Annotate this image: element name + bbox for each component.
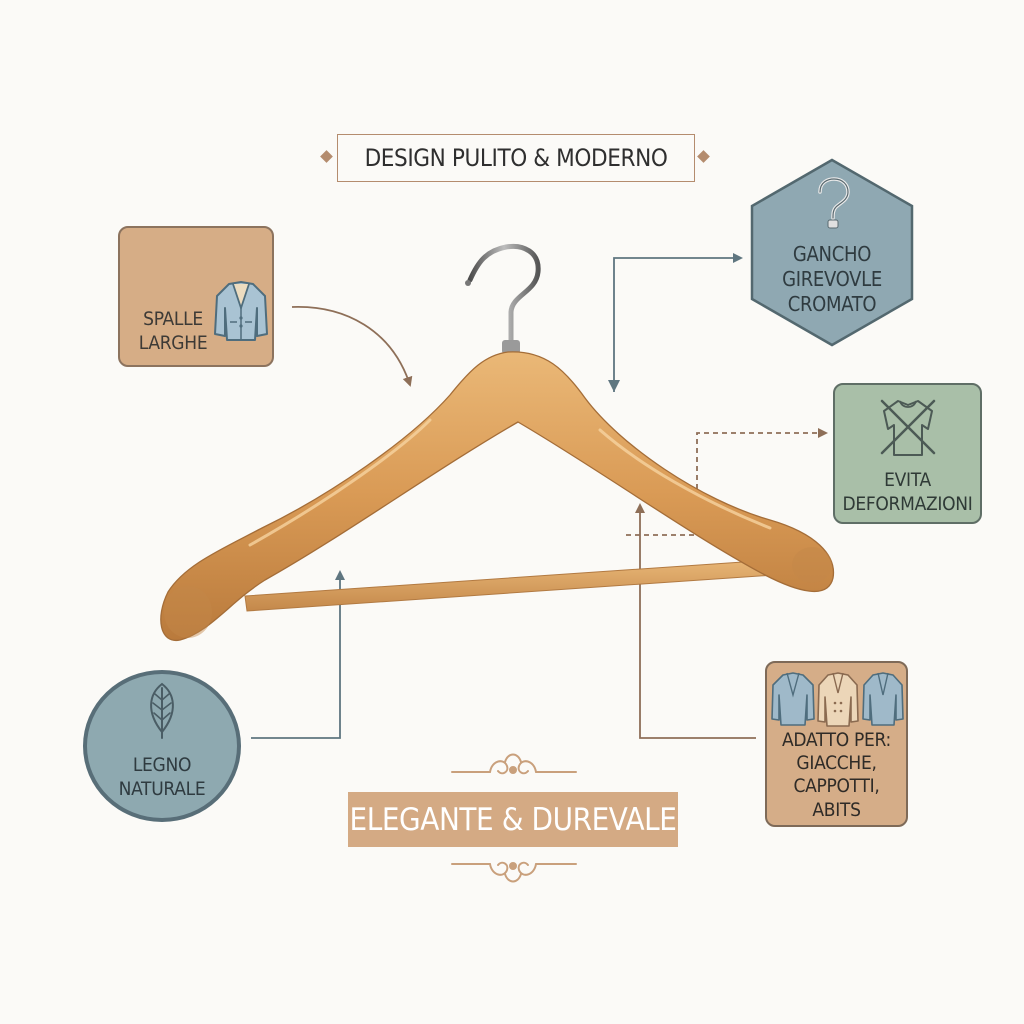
adatto-label: ADATTO PER: GIACCHE, CAPPOTTI, ABITS [767, 729, 906, 822]
blazer-blue-icon [862, 672, 904, 726]
legno-label: LEGNO NATURALE [87, 754, 237, 802]
connector-evita [626, 428, 828, 536]
tagline-banner: ELEGANTE & DUREVALE [348, 792, 678, 847]
evita-label-line1: EVITA [884, 469, 931, 491]
leaf-icon [150, 682, 174, 739]
gancio-label: GANCHO GIREVOVLE CROMATO [762, 242, 902, 317]
gancio-label-line1: GANCHO [792, 242, 872, 266]
title-diamond-right [697, 150, 710, 163]
feature-circle-legno: LEGNO NATURALE [83, 670, 241, 822]
feature-card-adatto: ADATTO PER: GIACCHE, CAPPOTTI, ABITS [765, 661, 908, 827]
evita-label-line2: DEFORMAZIONI [842, 492, 973, 515]
gancio-label-line2: GIREVOVLE [782, 267, 882, 291]
connector-spalle [291, 306, 413, 387]
adatto-label-line2: GIACCHE, [796, 752, 877, 775]
adatto-label-line4: ABITS [812, 798, 861, 821]
legno-label-line2: NATURALE [118, 777, 206, 800]
jackets-icon [771, 672, 904, 727]
gancio-label-line3: CROMATO [787, 292, 877, 316]
spalle-label: SPALLE LARGHE [132, 308, 214, 356]
spalle-label-line1: SPALLE [143, 308, 203, 330]
title-diamond-left [320, 150, 333, 163]
jacket-icon [214, 281, 268, 341]
connector-legno [251, 570, 345, 739]
legno-label-line1: LEGNO [132, 754, 192, 776]
flourish-top [451, 753, 577, 775]
coat-beige-icon [817, 672, 859, 727]
hanger-illustration [160, 243, 835, 641]
feature-card-evita: EVITA DEFORMAZIONI [833, 383, 982, 524]
evita-label: EVITA DEFORMAZIONI [835, 469, 980, 517]
feature-card-spalle: SPALLE LARGHE [118, 226, 274, 367]
adatto-label-line3: CAPPOTTI, [793, 775, 880, 798]
gancio-hexagon [750, 158, 914, 347]
jacket-blue-icon [771, 672, 815, 726]
spalle-label-line2: LARGHE [138, 331, 208, 354]
page-title: DESIGN PULITO & MODERNO [337, 134, 695, 182]
connector-gancio [613, 253, 743, 392]
adatto-label-line1: ADATTO PER: [781, 729, 891, 751]
crossed-shirt-icon [880, 399, 936, 456]
connector-gancio-arrowhead [608, 380, 620, 392]
flourish-bottom [451, 861, 577, 883]
question-mark-hook-icon [818, 177, 850, 229]
